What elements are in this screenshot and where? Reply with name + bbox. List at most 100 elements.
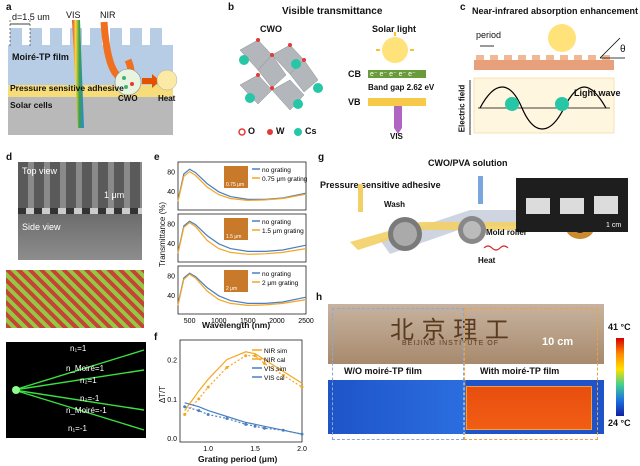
sem-top-view <box>18 162 142 210</box>
order-n2-plus: n₂=1 <box>80 376 97 385</box>
xtick-label: 1.0 <box>203 446 213 453</box>
legend-entry: VIS sim <box>264 366 286 373</box>
chart-f-ylabel: ΔT/T <box>158 385 168 404</box>
legend-cs: Cs <box>305 126 317 136</box>
ytick-label: 0.1 <box>167 397 177 404</box>
subplot-frame <box>177 213 307 263</box>
chinese-characters: 北 京 理 工 <box>390 316 509 344</box>
lightwave-label: Light wave <box>574 88 621 98</box>
legend-entry: no grating <box>262 219 291 226</box>
panel-label: f <box>154 332 158 343</box>
panel-b-title: Visible transmittance <box>282 6 383 17</box>
bandgap-label: Band gap 2.62 eV <box>368 83 435 92</box>
thermal-hot-region <box>466 386 592 430</box>
xtick-label: 500 <box>184 318 196 325</box>
cwo-label: CWO <box>118 94 138 103</box>
panel-g: g CWO/PVA solution Pressure sensitive ad… <box>310 150 640 285</box>
mold-roller-label: Mold roller <box>486 228 527 237</box>
legend-entry: 1.5 μm grating <box>262 228 304 235</box>
inset-scale-label: 1.5 μm <box>226 234 241 240</box>
afm-inset <box>224 218 248 240</box>
nir-label: NIR <box>100 10 116 20</box>
xtick-label: 2500 <box>298 318 314 325</box>
ytick-label: 80 <box>167 274 175 281</box>
conduction-band-label: CB <box>348 69 361 79</box>
grating-period-label: d=1.5 um <box>12 12 50 22</box>
legend-entry: 0.75 μm grating <box>262 176 308 183</box>
right-dashed-frame <box>464 308 598 440</box>
data-point <box>244 422 248 426</box>
legend-entry: NIR sim <box>264 348 287 355</box>
afm-inset <box>224 166 248 188</box>
legend-entry: no grating <box>262 271 291 278</box>
institute-text: BEIJING INSTITUTE OF <box>402 340 500 347</box>
electrons-label: e⁻ e⁻ e⁻ e⁻ e⁻ <box>370 71 416 78</box>
moire-pattern-image <box>6 270 144 328</box>
inset-scale-label: 2 μm <box>226 286 237 292</box>
top-view-label: Top view <box>22 166 58 176</box>
scale-bar-label: 1 μm <box>104 190 125 200</box>
order-n1-minus: n₁=-1 <box>68 424 87 433</box>
legend-entry: 2 μm grating <box>262 280 299 287</box>
series-line <box>177 221 307 255</box>
series-line <box>177 272 307 305</box>
data-point <box>244 354 248 358</box>
panel-label: c <box>460 2 466 13</box>
adhesive-label: Pressure sensitive adhesive <box>320 180 441 190</box>
xtick-label: 1.5 <box>250 446 260 453</box>
legend-entry: no grating <box>262 167 291 174</box>
data-point <box>253 424 257 428</box>
panel-h: h 北 京 理 工 BEIJING INSTITUTE OF 10 cm W/O… <box>310 290 640 466</box>
crystal-structure <box>238 32 426 136</box>
panel-label: b <box>228 2 235 13</box>
data-point <box>206 413 210 417</box>
series-line <box>184 355 303 415</box>
valence-band-label: VB <box>348 97 361 107</box>
legend-w: W <box>276 126 285 136</box>
sem-side-view <box>18 210 142 260</box>
order-n1-plus: n₁=1 <box>70 344 87 353</box>
period-label: period <box>476 30 502 40</box>
data-point <box>197 397 201 401</box>
plot-frame <box>179 339 303 443</box>
solar-light-label: Solar light <box>372 24 417 34</box>
panel-c: c Near-infrared absorption enhancement p… <box>457 0 640 145</box>
heat-label: Heat <box>478 256 496 265</box>
solution-label: CWO/PVA solution <box>428 158 508 168</box>
data-point <box>197 409 201 413</box>
subplot-frame <box>177 265 307 315</box>
legend-entry: NIR cal <box>264 357 286 364</box>
series-line <box>184 351 303 411</box>
sem-side-profile <box>18 208 142 214</box>
diffraction-pattern: n₁=1 n_Moiré=1 n₂=1 n₂=-1 n_Moiré=-1 n₁=… <box>6 342 146 438</box>
diffraction-beams <box>12 349 145 431</box>
xtick-label: 1000 <box>211 318 227 325</box>
solar-cells-label: Solar cells <box>10 100 53 110</box>
xtick-label: 1500 <box>240 318 256 325</box>
adhesive-label: Pressure sensitive adhesive <box>10 83 124 93</box>
photo-scale-label: 1 cm <box>606 222 622 229</box>
panel-b: b Visible transmittance CWO Solar light … <box>220 0 440 145</box>
subplot-frame <box>177 161 307 211</box>
panel-label: g <box>318 152 325 163</box>
side-view-label: Side view <box>22 222 61 232</box>
order-n2-minus: n₂=-1 <box>80 394 100 403</box>
without-film-label: W/O moiré-TP film <box>344 366 422 376</box>
building-photo <box>328 304 604 364</box>
theta-label: θ <box>620 44 626 55</box>
temperature-colorbar <box>616 338 624 416</box>
data-point <box>281 428 285 432</box>
ytick-label: 80 <box>167 170 175 177</box>
series-line <box>177 170 307 202</box>
colorbar-max: 41 °C <box>608 322 631 332</box>
panel-c-title: Near-infrared absorption enhancement <box>472 6 639 16</box>
order-nmoire-plus: n_Moiré=1 <box>66 364 105 373</box>
inset-scale-label: 0.75 μm <box>226 182 244 188</box>
data-point <box>262 426 266 430</box>
film-label: Moiré-TP film <box>12 52 69 62</box>
with-film-label: With moiré-TP film <box>480 366 560 376</box>
series-line <box>184 402 303 435</box>
